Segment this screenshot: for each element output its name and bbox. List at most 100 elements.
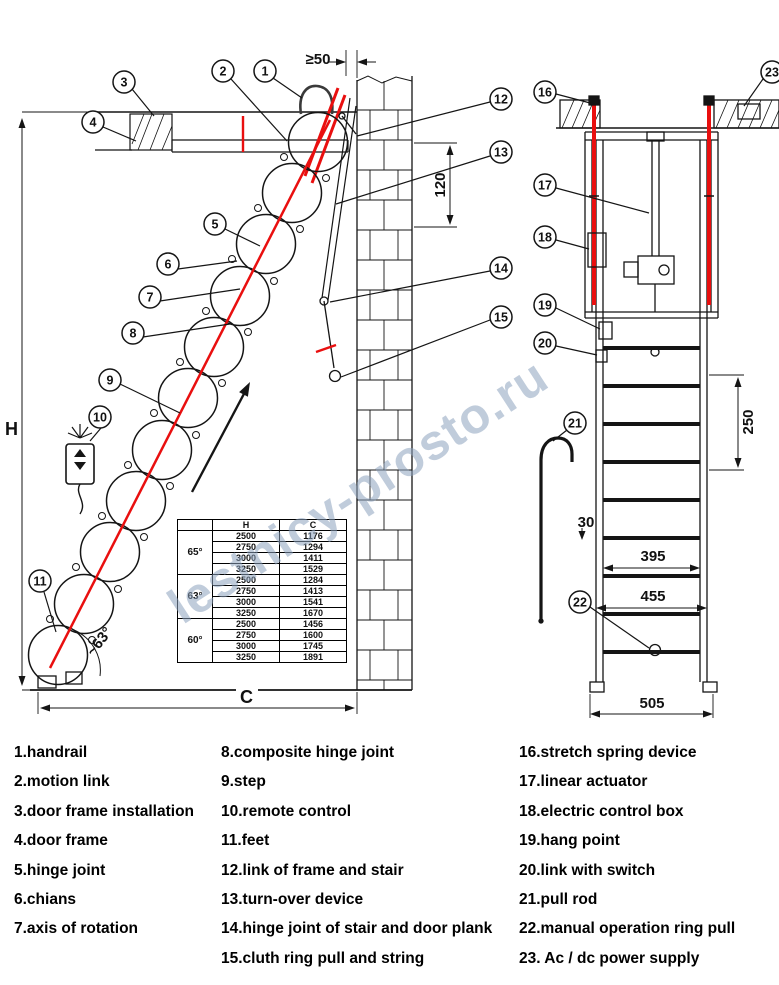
power-supply-box	[737, 103, 761, 120]
spec-cell: 3000	[212, 640, 280, 652]
legend-item: 8.composite hinge joint	[221, 744, 395, 761]
dim-H-label: H	[5, 419, 18, 439]
dim-120-label: 120	[432, 172, 449, 197]
dim-H: H	[5, 111, 95, 691]
callout-15: 15	[340, 305, 513, 378]
cluth-ring	[328, 369, 342, 383]
foot-left	[589, 681, 605, 693]
angle-arc	[73, 629, 101, 677]
svg-text:4: 4	[90, 116, 97, 130]
spec-cell: 1413	[279, 585, 347, 597]
legend-item: 23. Ac / dc power supply	[519, 949, 700, 967]
legend-item: 3.door frame installation	[14, 802, 195, 820]
handrail	[299, 84, 334, 115]
legend-item: 15.cluth ring pull and string	[221, 949, 425, 967]
svg-text:19: 19	[538, 299, 552, 313]
spec-header-row: H C	[177, 519, 347, 531]
callout-18: 18	[533, 225, 590, 250]
rivets	[46, 153, 330, 644]
scissor-chain	[27, 111, 349, 686]
callout-9: 9	[98, 368, 181, 414]
hang-point-bracket	[598, 321, 613, 340]
svg-text:5: 5	[212, 218, 219, 232]
technical-drawing: ≥50 120 H	[5, 50, 779, 718]
dim-505-label: 505	[639, 695, 664, 712]
spec-cell: 1600	[279, 629, 347, 641]
dim-C: C	[37, 687, 358, 714]
svg-text:23: 23	[765, 66, 779, 80]
dim-30: 30	[578, 514, 594, 540]
spec-cell: 3250	[212, 651, 280, 663]
parts-legend: 1.handrail 2.motion link 3.door frame in…	[0, 738, 779, 983]
spec-cell: 2500	[212, 618, 280, 630]
callout-23: 23	[743, 60, 779, 107]
door-frame-block	[129, 113, 173, 151]
legend-item: 19.hang point	[519, 832, 620, 850]
callouts: 1 2 3 4 5 6 7 8 9 10 11 12 13 14 15 16 1…	[28, 59, 779, 649]
spec-cell: 1456	[279, 618, 347, 630]
callout-3: 3	[112, 70, 155, 117]
callout-2: 2	[211, 59, 288, 142]
dim-250: 250	[709, 374, 757, 471]
front-view	[538, 95, 779, 693]
legend-column-3: 16.stretch spring device 17.linear actua…	[519, 738, 735, 973]
dim-395: 395	[603, 547, 700, 572]
legend-column-2: 8.composite hinge joint 9.step 10.remote…	[221, 738, 492, 973]
callout-12: 12	[356, 87, 513, 137]
svg-text:15: 15	[494, 311, 508, 325]
legend-item: 13.turn-over device	[221, 891, 364, 909]
dim-250-label: 250	[740, 409, 757, 434]
legend-item: 12.link of frame and stair	[221, 861, 404, 879]
dim-gap-label: ≥50	[306, 51, 331, 68]
svg-text:11: 11	[33, 575, 46, 589]
switch-link	[595, 349, 608, 363]
svg-text:7: 7	[147, 291, 154, 305]
svg-text:12: 12	[494, 93, 508, 107]
legend-item: 16.stretch spring device	[519, 744, 697, 761]
callout-21: 21	[552, 411, 587, 442]
callout-6: 6	[156, 252, 238, 276]
callout-10: 10	[88, 405, 112, 442]
manual-ring-pull	[648, 643, 662, 657]
dim-505: 505	[589, 694, 714, 718]
feet	[37, 671, 83, 689]
callout-11: 11	[28, 569, 57, 633]
remote-control	[65, 424, 95, 515]
legend-item: 22.manual operation ring pull	[519, 920, 736, 938]
legend-item: 4.door frame	[14, 832, 108, 850]
spec-cell: 2750	[212, 629, 280, 641]
signal-icon	[67, 424, 93, 439]
rails	[595, 140, 708, 682]
legend-item: 11.feet	[221, 832, 270, 850]
legend-column-1: 1.handrail 2.motion link 3.door frame in…	[14, 738, 194, 944]
legend-item: 21.pull rod	[519, 891, 598, 909]
spec-cell: 1670	[279, 607, 347, 619]
svg-text:3: 3	[121, 76, 128, 90]
svg-text:10: 10	[93, 411, 107, 425]
svg-text:13: 13	[494, 146, 508, 160]
electric-control-box	[587, 232, 607, 268]
legend-item: 18.electric control box	[519, 802, 684, 820]
legend-item: 6.chians	[14, 891, 77, 909]
spec-cell: 1284	[279, 574, 347, 586]
side-view	[27, 75, 413, 691]
ceiling-and-door	[95, 111, 357, 153]
spec-cell: 1745	[279, 640, 347, 652]
legend-item: 1.handrail	[14, 744, 88, 761]
spec-cell: 1891	[279, 651, 347, 663]
linear-actuator	[623, 131, 675, 312]
wall	[356, 75, 413, 690]
svg-text:20: 20	[538, 337, 552, 351]
legend-item: 10.remote control	[221, 802, 352, 820]
dim-455-label: 455	[640, 588, 665, 605]
dim-395-label: 395	[640, 548, 665, 565]
legend-item: 2.motion link	[14, 773, 110, 791]
svg-text:14: 14	[494, 262, 508, 276]
callout-4: 4	[81, 110, 137, 142]
stringer-red-line	[48, 119, 332, 669]
